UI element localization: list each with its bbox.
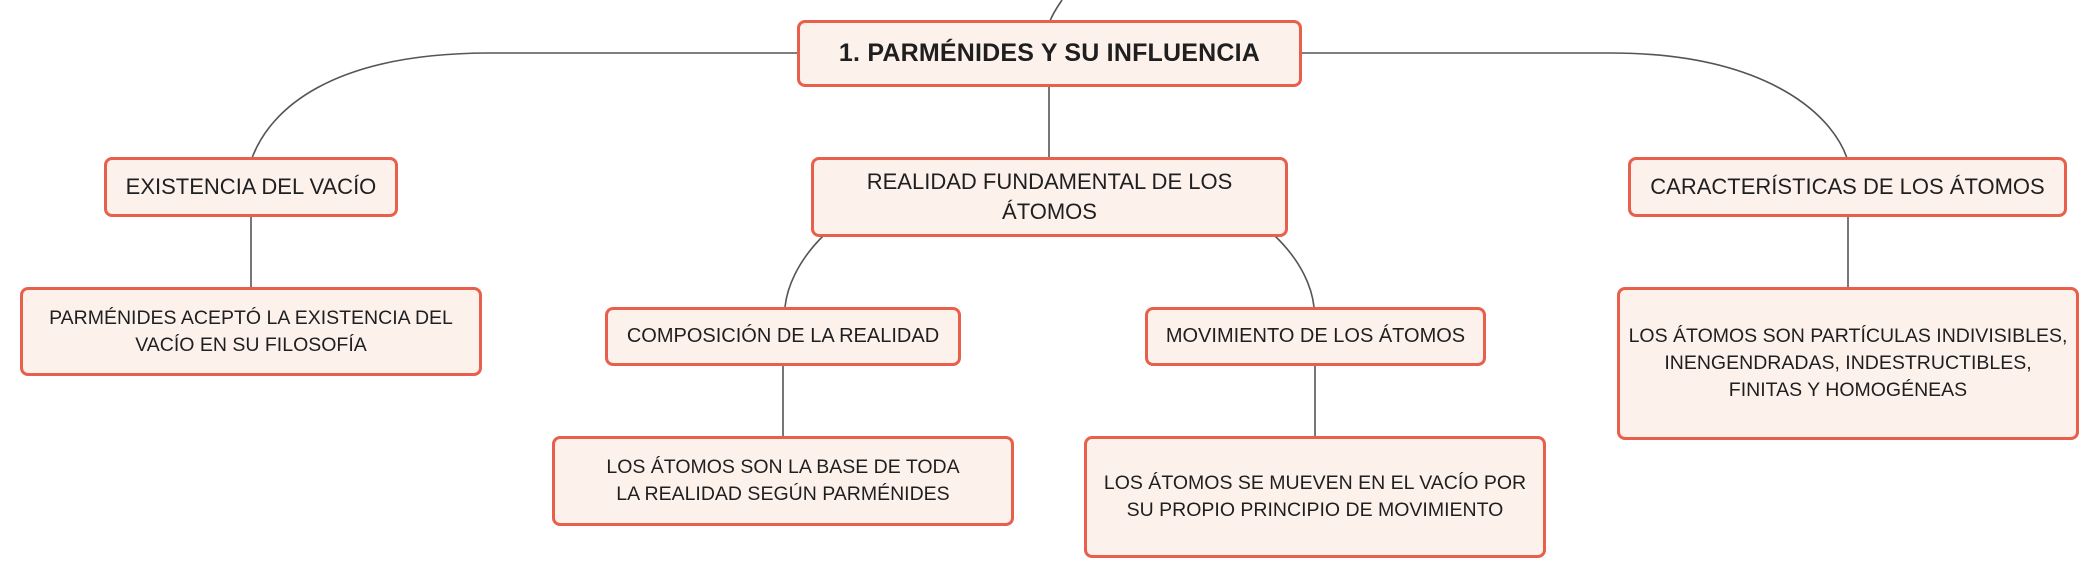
vacio-detail-text: PARMÉNIDES ACEPTÓ LA EXISTENCIA DEL VACÍ…: [49, 306, 453, 356]
branch-caracteristicas-node[interactable]: CARACTERÍSTICAS DE LOS ÁTOMOS: [1628, 157, 2067, 217]
caracteristicas-detail-text: LOS ÁTOMOS SON PARTÍCULAS INDIVISIBLES, …: [1628, 325, 2068, 401]
composicion-label: COMPOSICIÓN DE LA REALIDAD: [626, 324, 940, 347]
root-topic-node[interactable]: 1. PARMÉNIDES Y SU INFLUENCIA: [797, 20, 1302, 87]
connector-realidad-to-movimiento: [1274, 235, 1315, 308]
composicion-node[interactable]: COMPOSICIÓN DE LA REALIDAD: [605, 307, 961, 366]
vacio-detail-node[interactable]: PARMÉNIDES ACEPTÓ LA EXISTENCIA DEL VACÍ…: [20, 287, 482, 376]
branch-vacio-label: EXISTENCIA DEL VACÍO: [125, 173, 377, 199]
branch-caracteristicas-label: CARACTERÍSTICAS DE LOS ÁTOMOS: [1650, 173, 2045, 199]
movimiento-detail-node[interactable]: LOS ÁTOMOS SE MUEVEN EN EL VACÍO POR SU …: [1084, 436, 1546, 558]
connector-root-to-vacio: [251, 52, 797, 159]
connector-parent-to-root: [1049, 0, 1063, 22]
branch-realidad-label: REALIDAD FUNDAMENTAL DE LOS ÁTOMOS: [866, 168, 1233, 224]
movimiento-node[interactable]: MOVIMIENTO DE LOS ÁTOMOS: [1145, 307, 1486, 366]
branch-realidad-node[interactable]: REALIDAD FUNDAMENTAL DE LOS ÁTOMOS: [811, 157, 1288, 237]
composicion-detail-node[interactable]: LOS ÁTOMOS SON LA BASE DE TODA LA REALID…: [552, 436, 1014, 526]
movimiento-label: MOVIMIENTO DE LOS ÁTOMOS: [1165, 324, 1466, 347]
connector-realidad-to-composicion: [784, 235, 824, 308]
branch-vacio-node[interactable]: EXISTENCIA DEL VACÍO: [104, 157, 398, 217]
caracteristicas-detail-node[interactable]: LOS ÁTOMOS SON PARTÍCULAS INDIVISIBLES, …: [1617, 287, 2079, 440]
connector-root-to-caracteristicas: [1302, 52, 1848, 159]
root-topic-label: 1. PARMÉNIDES Y SU INFLUENCIA: [838, 39, 1261, 68]
composicion-detail-text: LOS ÁTOMOS SON LA BASE DE TODA LA REALID…: [606, 456, 960, 505]
movimiento-detail-text: LOS ÁTOMOS SE MUEVEN EN EL VACÍO POR SU …: [1103, 472, 1527, 521]
